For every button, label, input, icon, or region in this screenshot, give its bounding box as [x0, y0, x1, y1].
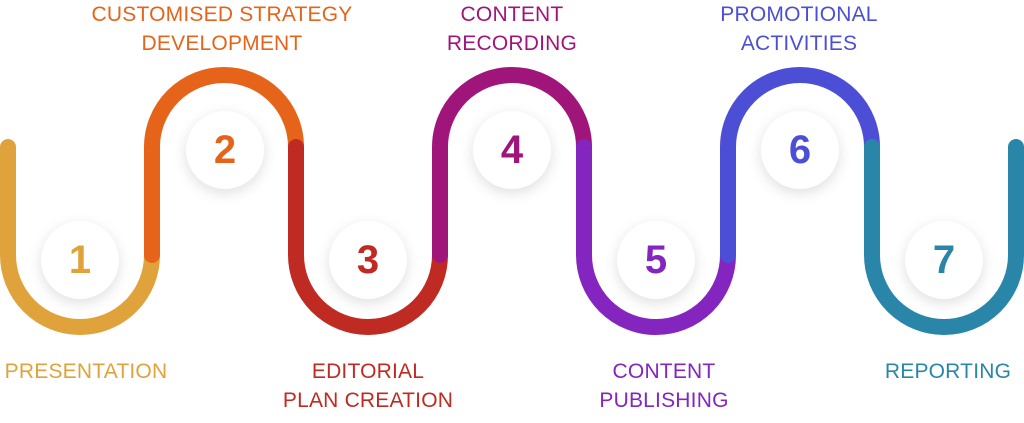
step-6-number: 6 — [788, 128, 812, 172]
step-3-label: EDITORIAL PLAN CREATION — [283, 357, 453, 415]
wave-segment-2 — [144, 67, 304, 263]
step-7-number: 7 — [932, 238, 956, 282]
step-7-circle: 7 — [905, 221, 983, 299]
step-7-label-line1: REPORTING — [884, 360, 1012, 383]
step-4-label-line2: RECORDING — [446, 32, 578, 55]
wave-segment-1 — [0, 139, 160, 335]
wave-segment-3 — [288, 139, 448, 335]
step-4-label-line1: CONTENT — [460, 3, 564, 26]
step-6-circle: 6 — [761, 111, 839, 189]
step-1-number: 1 — [68, 238, 92, 282]
step-5-label-line1: CONTENT — [612, 360, 716, 383]
step-2-circle: 2 — [186, 111, 264, 189]
step-5-label-line2: PUBLISHING — [599, 389, 729, 412]
wave-segment-5 — [576, 139, 736, 335]
step-2-number: 2 — [213, 128, 237, 172]
step-2-label-line1: CUSTOMISED STRATEGY — [91, 3, 353, 26]
step-4-circle: 4 — [473, 111, 551, 189]
step-2-label-line2: DEVELOPMENT — [141, 32, 303, 55]
wave-segment-7 — [864, 139, 1024, 335]
step-6-label: PROMOTIONAL ACTIVITIES — [720, 0, 877, 58]
step-1-label-line1: PRESENTATION — [4, 360, 168, 383]
wave-segment-4 — [432, 67, 592, 263]
step-5-circle: 5 — [617, 221, 695, 299]
step-3-number: 3 — [356, 238, 380, 282]
step-5-label: CONTENT PUBLISHING — [599, 357, 728, 415]
step-2-label: CUSTOMISED STRATEGY DEVELOPMENT — [92, 0, 353, 58]
step-3-label-line1: EDITORIAL — [311, 360, 425, 383]
step-6-label-line1: PROMOTIONAL — [720, 3, 878, 26]
step-3-circle: 3 — [329, 221, 407, 299]
wave-segment-6 — [720, 67, 880, 263]
step-3-label-line2: PLAN CREATION — [282, 389, 454, 412]
step-1-label: PRESENTATION — [5, 357, 168, 386]
step-6-label-line2: ACTIVITIES — [740, 32, 858, 55]
step-5-number: 5 — [644, 238, 668, 282]
step-4-label: CONTENT RECORDING — [447, 0, 577, 58]
step-4-number: 4 — [500, 128, 524, 172]
step-7-label: REPORTING — [885, 357, 1011, 386]
step-1-circle: 1 — [41, 221, 119, 299]
